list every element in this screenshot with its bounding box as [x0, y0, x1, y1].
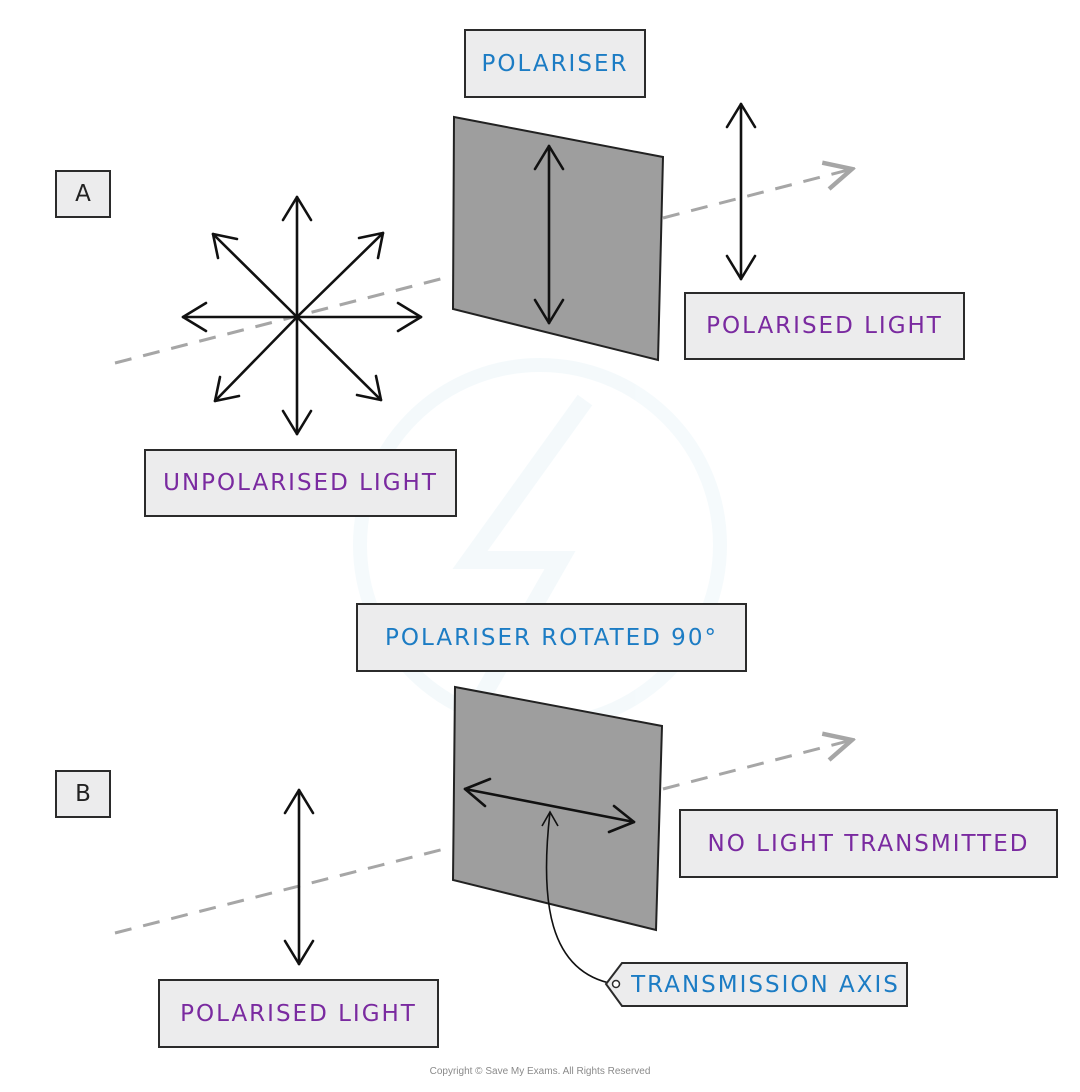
copyright-notice: Copyright © Save My Exams. All Rights Re…: [429, 1066, 651, 1077]
part-b-letter: B: [55, 770, 111, 818]
transmission-axis-pointer: [541, 810, 615, 985]
polarised-light-arrow-a: [725, 102, 757, 281]
polarised-light-label-a: POLARISED LIGHT: [684, 292, 965, 360]
polariser-label: POLARISER: [464, 29, 646, 98]
part-a-beam: [114, 169, 852, 365]
transmission-axis-arrow: [463, 777, 636, 834]
unpolarised-light-arrows: [181, 195, 423, 436]
transmission-axis-label: TRANSMISSION AXIS: [631, 971, 900, 998]
polarised-light-arrow-b: [283, 788, 315, 966]
polariser-a: [451, 115, 665, 362]
polariser-a-axis-arrow: [533, 144, 565, 325]
polarised-light-label-b: POLARISED LIGHT: [158, 979, 439, 1048]
no-light-transmitted-label: NO LIGHT TRANSMITTED: [679, 809, 1058, 878]
polariser-rotated-label: POLARISER ROTATED 90°: [356, 603, 747, 672]
part-b-beam: [114, 740, 852, 935]
unpolarised-light-label: UNPOLARISED LIGHT: [144, 449, 457, 517]
axis-tag-outline: [604, 962, 908, 1007]
part-a-letter: A: [55, 170, 111, 218]
polariser-b-rotated: [451, 685, 664, 932]
